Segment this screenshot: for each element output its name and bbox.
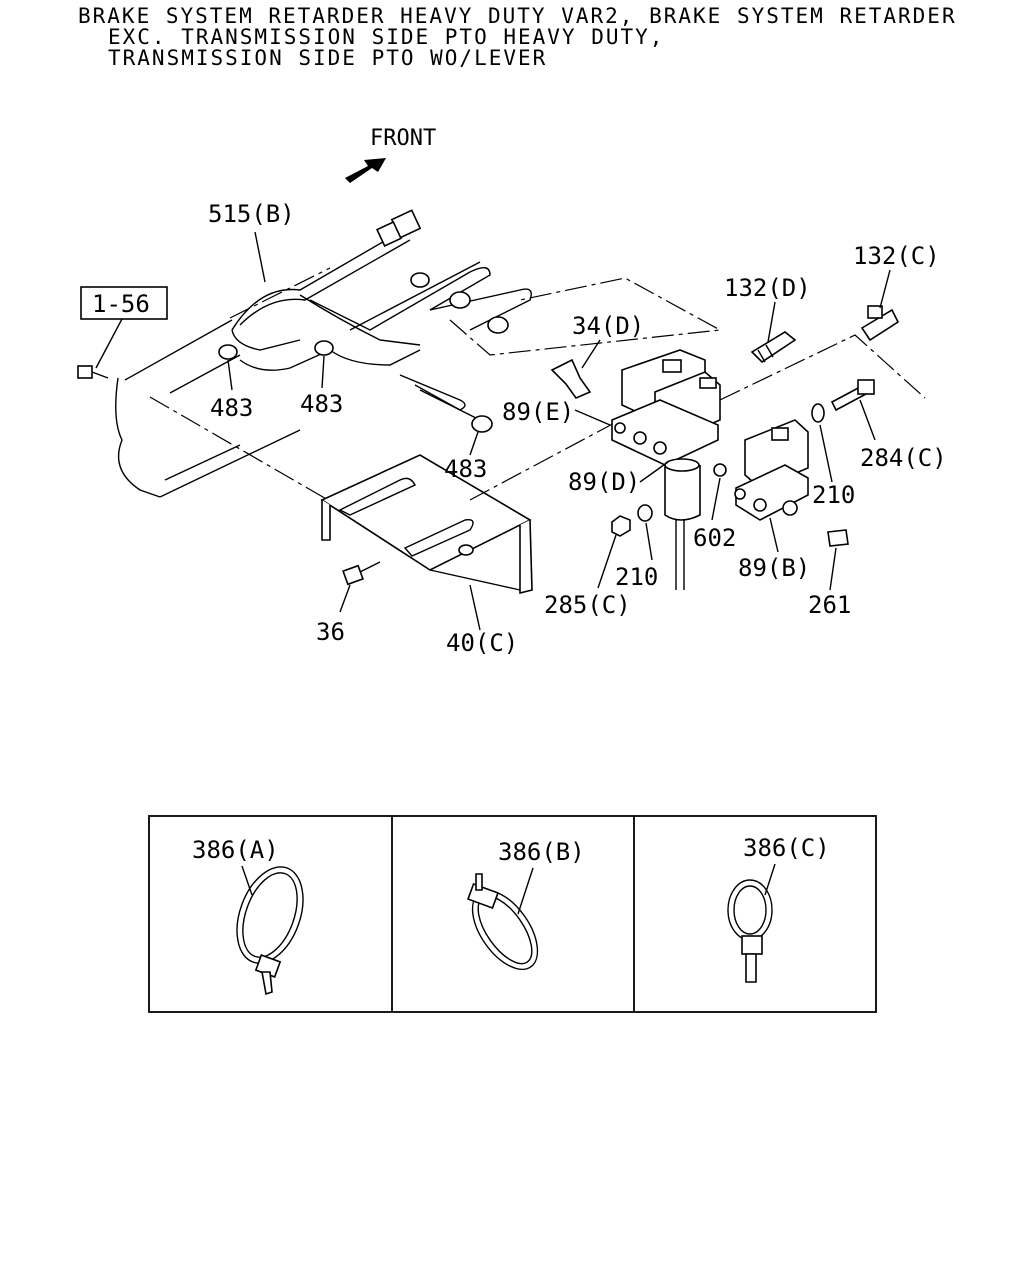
- callout-483-left: 483: [210, 394, 253, 422]
- nut-285c: [611, 504, 653, 537]
- clip-386a[interactable]: 386(A): [192, 836, 315, 996]
- frame-rail: [115, 267, 381, 531]
- callout-515b: 515(B): [208, 200, 295, 228]
- callout-132c: 132(C): [853, 242, 940, 270]
- callout-89b: 89(B): [738, 554, 810, 582]
- svg-text:1-56: 1-56: [92, 290, 150, 318]
- callout-34d: 34(D): [572, 312, 644, 340]
- diagram-title-line-2: EXC. TRANSMISSION SIDE PTO HEAVY DUTY,: [108, 25, 665, 49]
- callout-602: 602: [693, 524, 736, 552]
- connector-132c: [860, 305, 900, 342]
- diagram-title-line-3: TRANSMISSION SIDE PTO WO/LEVER: [108, 46, 548, 70]
- elbow-fitting: [550, 358, 592, 399]
- frame-bolt: [77, 365, 109, 379]
- reference-box[interactable]: 1-56: [80, 286, 168, 320]
- callout-284c: 284(C): [860, 444, 947, 472]
- front-arrow-icon: [345, 158, 386, 183]
- callout-261: 261: [808, 591, 851, 619]
- solenoid-valve-double: [611, 349, 721, 466]
- callout-285c: 285(C): [544, 591, 631, 619]
- front-label: FRONT: [370, 126, 436, 151]
- callout-483-right: 483: [444, 455, 487, 483]
- callout-40c: 40(C): [446, 629, 518, 657]
- clip-label-386b: 386(B): [498, 838, 585, 866]
- connector-132d: [750, 331, 797, 364]
- bolt-284c: [811, 379, 875, 423]
- wiring-harness: [218, 209, 722, 433]
- callout-89d: 89(D): [568, 468, 640, 496]
- callout-89e: 89(E): [502, 398, 574, 426]
- callout-483-middle: 483: [300, 390, 343, 418]
- clip-386b[interactable]: 386(B): [460, 838, 585, 981]
- clip-386c[interactable]: 386(C): [727, 834, 830, 983]
- callout-210-right: 210: [812, 481, 855, 509]
- bracket: [320, 419, 621, 595]
- plug-261: [827, 529, 849, 547]
- callout-210-left: 210: [615, 563, 658, 591]
- bolt-36: [342, 561, 381, 586]
- callout-36: 36: [316, 618, 345, 646]
- clip-panels: [148, 815, 877, 1013]
- solenoid-valve-single: [734, 419, 809, 521]
- clip-label-386a: 386(A): [192, 836, 279, 864]
- clip-label-386c: 386(C): [743, 834, 830, 862]
- diagram-title-line-1: BRAKE SYSTEM RETARDER HEAVY DUTY VAR2, B…: [78, 4, 957, 28]
- leader-lines: [227, 231, 891, 631]
- callout-132d: 132(D): [724, 274, 811, 302]
